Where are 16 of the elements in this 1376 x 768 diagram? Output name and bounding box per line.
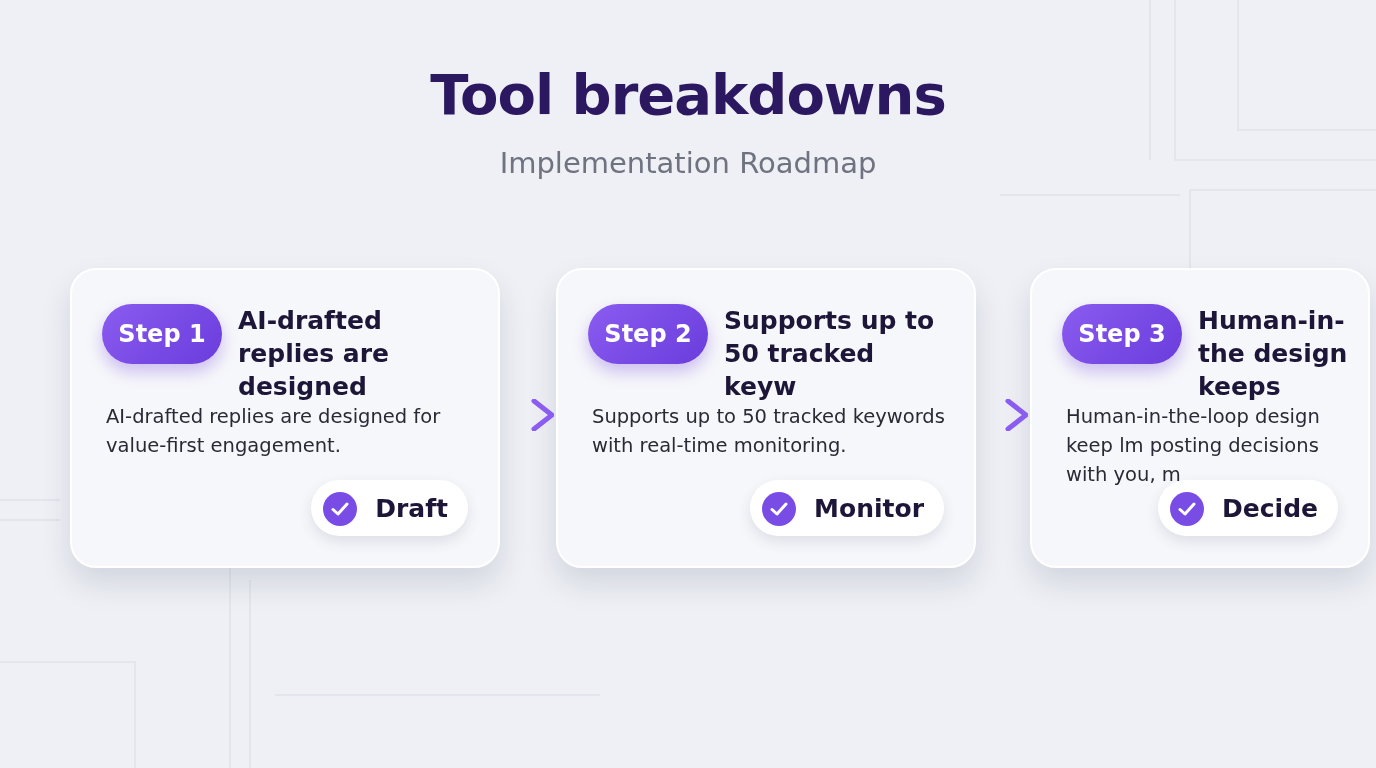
step-description: Supports up to 50 tracked keywords with real-time monitoring.	[592, 404, 946, 459]
step-badge: Step 3	[1062, 304, 1182, 364]
step-heading: Human-in-the design keeps	[1198, 305, 1348, 403]
step-heading: AI-drafted replies are designed	[238, 305, 390, 403]
step-badge: Step 2	[588, 304, 708, 364]
step-card	[1030, 268, 1370, 568]
step-heading: Supports up to 50 tracked keyw	[724, 305, 936, 403]
title: Tool breakdowns	[430, 62, 946, 127]
action-chip: Monitor	[750, 480, 944, 536]
step-card	[70, 268, 500, 568]
subtitle: Implementation Roadmap	[499, 146, 877, 180]
action-chip: Decide	[1158, 480, 1338, 536]
step-card	[556, 268, 976, 568]
step-badge: Step 1	[102, 304, 222, 364]
step-description: AI-drafted replies are designed for value-first engagement.	[106, 404, 442, 459]
action-chip: Draft	[311, 480, 468, 536]
